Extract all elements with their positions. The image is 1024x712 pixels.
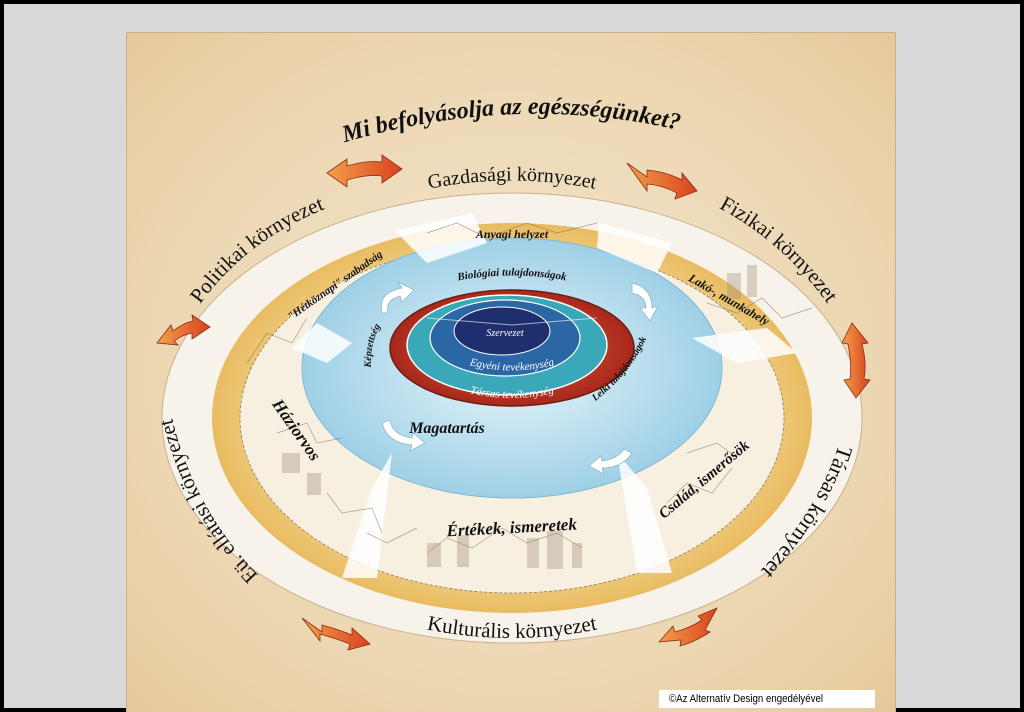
arrow-bottom-left — [301, 617, 371, 651]
core-center — [453, 306, 551, 356]
ring-label-anyagi: Anyagi helyzet — [475, 227, 549, 241]
core-label-tarsas: Társas tevékenység — [469, 384, 555, 401]
sector-dividers — [292, 213, 797, 578]
health-diagram: Mi befolyásolja az egészségünket? Gazdas… — [154, 94, 871, 651]
outer-arrows — [156, 154, 871, 651]
building-sketches — [282, 265, 757, 569]
inner-label-biologiai: Biológiai tulajdonságok — [456, 266, 568, 283]
core-label-egyeni: Egyéni tevékenység — [468, 356, 556, 373]
arrow-top-right — [626, 162, 698, 200]
inner-label-magatartas: Magatartás — [408, 420, 485, 437]
diagram-title: Mi befolyásolja az egészségünket? — [338, 94, 683, 149]
arrow-left — [156, 314, 211, 346]
arrow-top-left — [326, 154, 403, 188]
arrow-right — [841, 322, 871, 399]
poster: Mi befolyásolja az egészségünket? Gazdas… — [127, 33, 895, 712]
core-label-szervezet: Szervezet — [486, 328, 523, 339]
copyright-credit: ©Az Alternatív Design engedélyével — [659, 690, 875, 708]
sector-label-gazdasagi: Gazdasági környezet — [426, 163, 599, 193]
cycle-arrows — [380, 280, 659, 475]
sketch-details — [246, 222, 813, 554]
arrow-bottom-right — [658, 607, 718, 647]
